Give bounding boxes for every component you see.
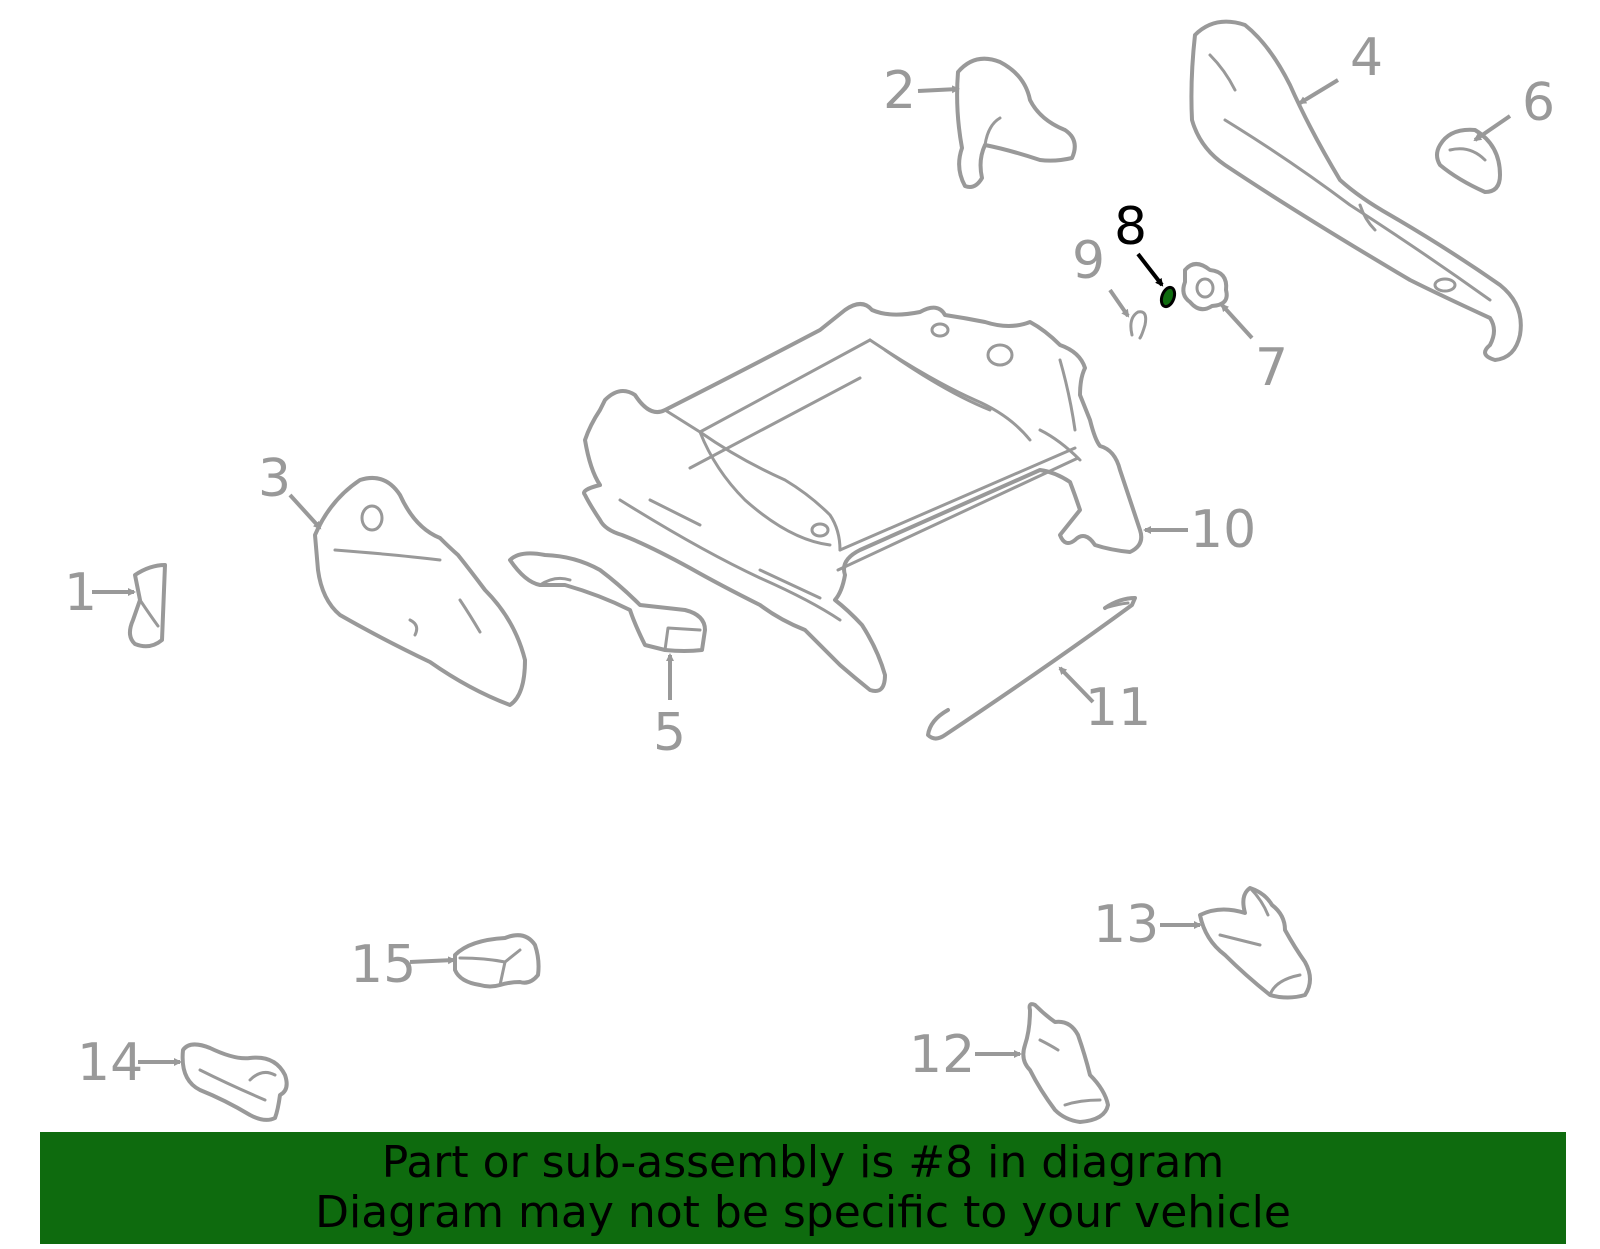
label-6: 6 xyxy=(1522,73,1555,133)
leader-7 xyxy=(1220,303,1254,340)
part-12-cap xyxy=(1021,1002,1110,1124)
label-3: 3 xyxy=(258,449,291,509)
label-13: 13 xyxy=(1093,895,1159,955)
part-11-rod xyxy=(926,596,1137,741)
part-5-lever xyxy=(508,551,707,653)
leader-11 xyxy=(1058,666,1095,704)
leader-8 xyxy=(1136,252,1164,287)
part-4-track-cover xyxy=(1189,19,1523,362)
leader-6 xyxy=(1473,114,1512,142)
part-6-cap xyxy=(1435,127,1502,194)
part-15-cap xyxy=(453,933,541,989)
label-14: 14 xyxy=(77,1033,143,1093)
part-9-clip xyxy=(1129,310,1148,340)
label-2: 2 xyxy=(883,61,916,121)
leader-15 xyxy=(409,956,456,965)
label-4: 4 xyxy=(1350,28,1383,88)
part-13-cap xyxy=(1198,886,1312,1000)
leader-2 xyxy=(917,85,960,94)
part-3-side-shield xyxy=(313,475,527,707)
banner-line-1: Part or sub-assembly is #8 in diagram xyxy=(381,1137,1225,1188)
part-1-bracket xyxy=(128,563,167,649)
label-7: 7 xyxy=(1255,338,1288,398)
leader-lines xyxy=(92,78,1512,1066)
label-12: 12 xyxy=(909,1025,975,1085)
info-banner: Part or sub-assembly is #8 in diagram Di… xyxy=(40,1132,1566,1244)
callout-labels: 1 2 3 4 5 6 7 8 9 10 11 12 13 14 15 xyxy=(64,28,1555,1093)
label-5: 5 xyxy=(653,703,686,763)
label-1: 1 xyxy=(64,563,97,623)
part-14-cap xyxy=(180,1042,289,1122)
leader-4 xyxy=(1298,78,1340,105)
label-15: 15 xyxy=(350,935,416,995)
banner-line-2: Diagram may not be specific to your vehi… xyxy=(315,1187,1291,1238)
part-2-cover xyxy=(955,56,1077,189)
part-8-highlighted xyxy=(1159,285,1177,309)
part-7-nut xyxy=(1181,262,1229,312)
label-10: 10 xyxy=(1190,500,1256,560)
part-10-seat-frame xyxy=(582,302,1144,693)
leader-9 xyxy=(1108,288,1130,318)
label-11: 11 xyxy=(1085,678,1151,738)
leader-3 xyxy=(288,493,322,530)
label-8: 8 xyxy=(1114,197,1147,257)
label-9: 9 xyxy=(1072,231,1105,291)
